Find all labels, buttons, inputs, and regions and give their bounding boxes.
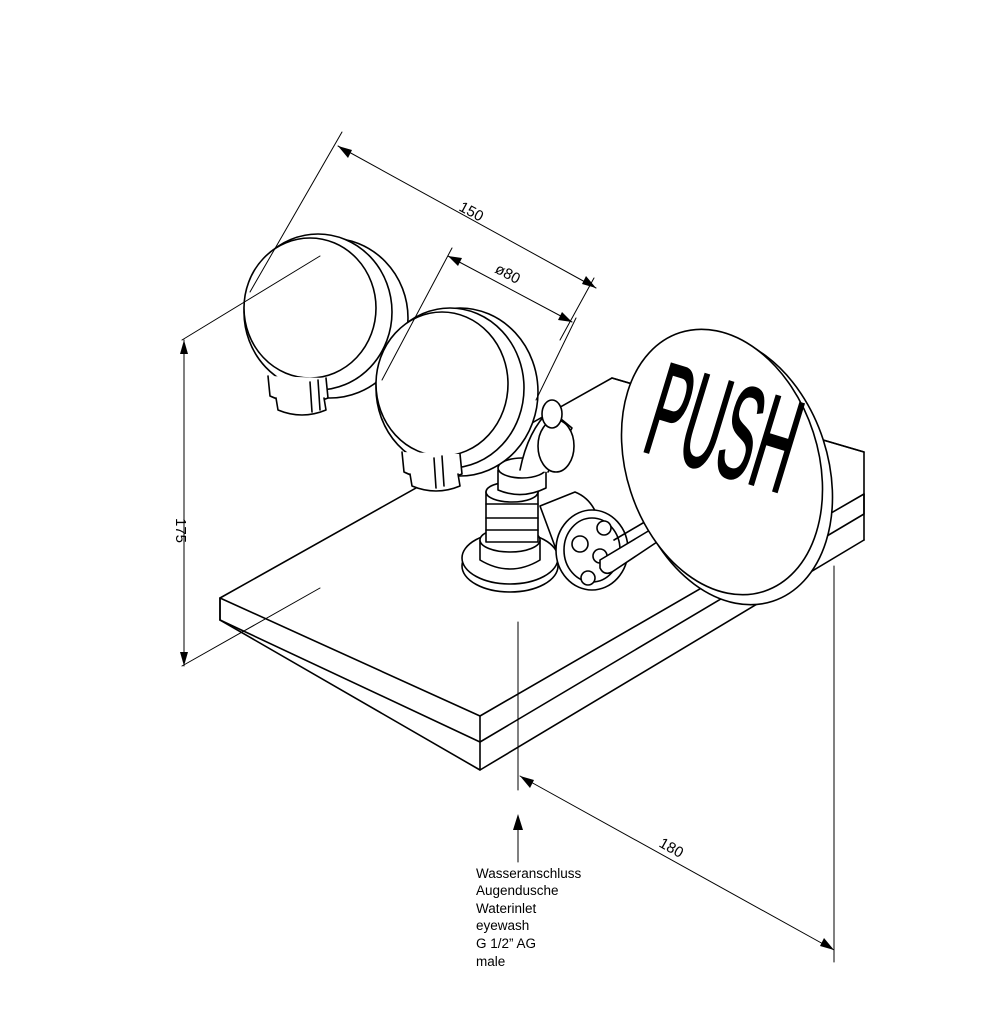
dim-diameter: ø80 <box>492 261 523 288</box>
note-line: G 1/2” AG <box>476 936 536 951</box>
note-line: Augendusche <box>476 883 559 898</box>
dim-depth: 180 <box>656 835 686 862</box>
valve-body <box>461 399 661 593</box>
spray-head-right <box>375 307 539 492</box>
note-line: Wasseranschluss <box>476 866 582 881</box>
dimension-lines <box>181 131 835 963</box>
arrowheads <box>180 146 834 950</box>
note-line: Waterinlet <box>476 901 537 916</box>
inlet-note: Wasseranschluss Augendusche Waterinlet e… <box>476 866 582 969</box>
note-line: eyewash <box>476 918 529 933</box>
push-plate <box>620 328 834 606</box>
note-line: male <box>476 954 505 969</box>
spray-head-left <box>243 233 409 416</box>
dim-width-total: 150 <box>456 199 486 226</box>
dim-height: 175 <box>172 518 189 543</box>
